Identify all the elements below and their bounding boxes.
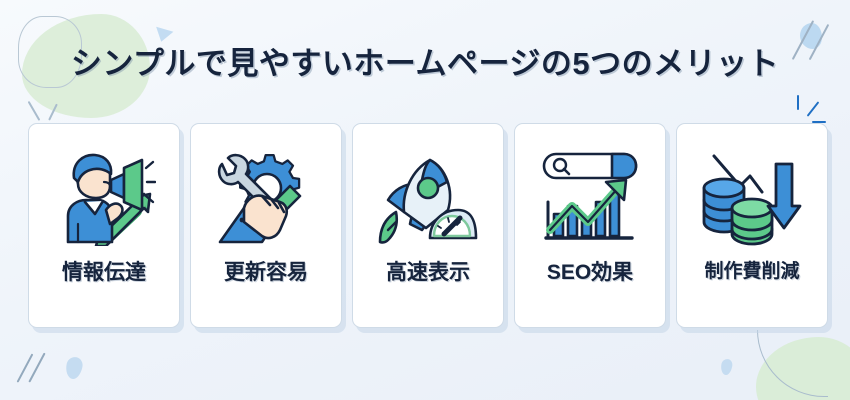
benefit-card-2[interactable]: 更新容易 [190,123,342,328]
benefit-card-5-label: 制作費削減 [704,261,800,282]
benefit-card-list: 情報伝達 [28,123,828,328]
benefit-card-1[interactable]: 情報伝達 [28,123,180,328]
benefit-card-3[interactable]: 高速表示 [352,123,504,328]
hand-pencil-wrench-gear-icon [207,134,325,262]
diagonal-line-top-left-2 [48,103,58,121]
benefit-card-5[interactable]: 制作費削減 [676,123,828,328]
search-bar-bar-chart-icon [531,134,649,262]
diagonal-line-bottom-left-1 [16,353,34,383]
green-blob-bottom-right-shape [756,337,850,400]
benefit-card-1-label: 情報伝達 [62,261,146,284]
diagonal-line-top-left-1 [27,101,40,121]
rocket-speedometer-icon [369,134,487,262]
coins-down-arrow-icon [693,134,811,262]
benefit-card-4[interactable]: SEO効果 [514,123,666,328]
benefit-card-4-label: SEO効果 [546,261,634,284]
blue-teardrop-bottom-left [63,355,85,381]
benefit-card-3-label: 高速表示 [386,261,470,284]
page-title: シンプルで見やすいホームページの5つのメリット [70,46,780,81]
blue-teardrop-bottom-right [719,358,734,376]
megaphone-person-growth-icon [45,134,163,262]
blue-tick-mark-2 [806,101,820,117]
benefit-card-2-label: 更新容易 [224,261,308,284]
blue-tick-mark-1 [797,95,799,110]
diagonal-line-bottom-left-2 [28,352,46,383]
curve-line-bottom-right [757,330,828,397]
